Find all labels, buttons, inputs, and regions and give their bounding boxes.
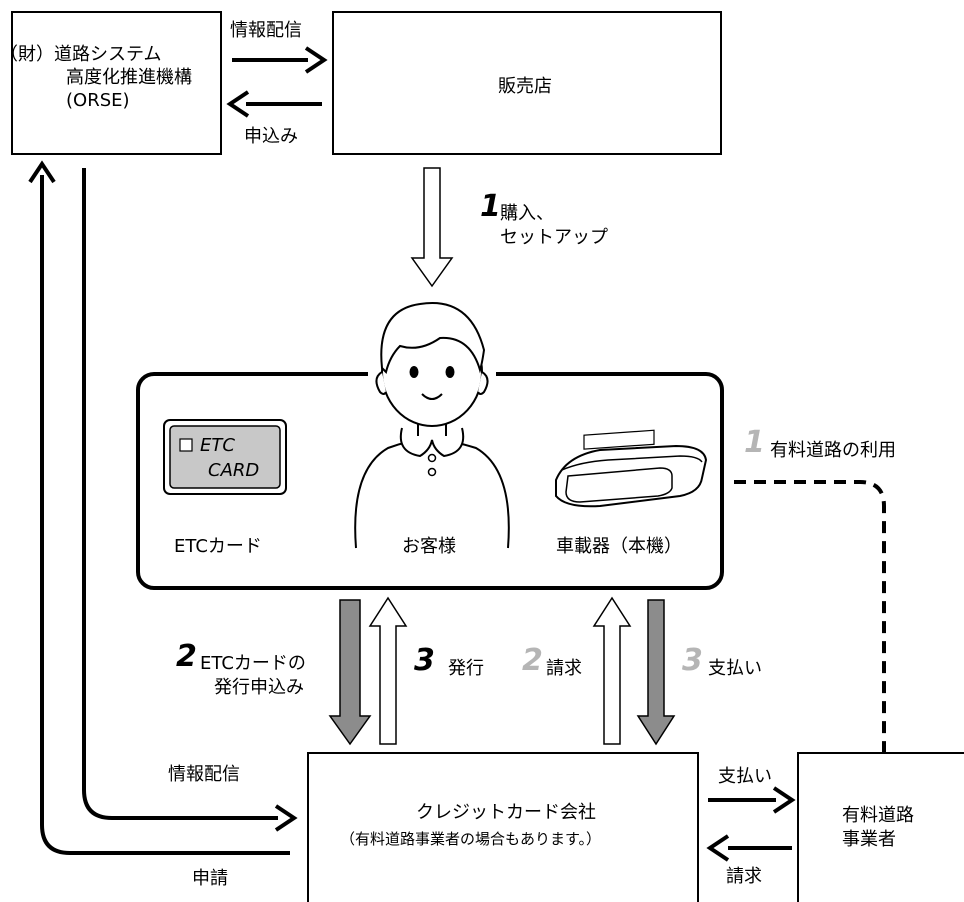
- step2-number: 2: [176, 639, 197, 674]
- customer-caption: お客様: [402, 536, 456, 557]
- card-company-box: [307, 752, 699, 902]
- onboard-unit-image: [555, 429, 708, 508]
- orse-box: [11, 11, 222, 155]
- step1-line-2: セットアップ: [500, 227, 608, 248]
- orse-line-2: 高度化推進機構: [66, 67, 192, 88]
- arrow-info-delivery-top: [232, 46, 328, 74]
- etc-card-text-1: ETC: [200, 435, 235, 456]
- arrowhead-info-delivery-bottom: [274, 804, 298, 832]
- customer-figure: [354, 302, 510, 549]
- line-info-delivery-bottom: [82, 168, 278, 820]
- pay-right-label: 支払い: [718, 766, 772, 787]
- shop-label: 販売店: [498, 76, 552, 97]
- step3-issue-label: 発行: [448, 658, 484, 679]
- arrow-card-application: [328, 599, 372, 746]
- arrowhead-application: [28, 160, 56, 184]
- bill-right-label: 請求: [726, 866, 762, 887]
- bill-number: 2: [522, 643, 543, 678]
- pay-label: 支払い: [708, 658, 762, 679]
- shop-box: [332, 11, 722, 155]
- step2-line-2: 発行申込み: [214, 677, 304, 698]
- toll-operator-line-1: 有料道路: [842, 805, 914, 826]
- step1-number: 1: [480, 189, 501, 224]
- arrow-purchase: [410, 167, 454, 288]
- toll-operator-line-2: 事業者: [842, 829, 896, 850]
- step2-line-1: ETCカードの: [200, 653, 306, 674]
- line-application: [40, 175, 290, 855]
- info-delivery-bottom-label: 情報配信: [168, 764, 240, 785]
- card-company-line-2: （有料道路事業者の場合もあります。）: [340, 830, 602, 848]
- etc-card-image: [163, 419, 287, 495]
- info-delivery-top-label: 情報配信: [230, 20, 302, 41]
- arrow-billing: [592, 596, 632, 745]
- bill-label: 請求: [546, 658, 582, 679]
- orse-line-1: （財）道路システム: [0, 44, 162, 65]
- arrow-bill-right: [706, 834, 792, 862]
- apply-top-label: 申込み: [244, 126, 298, 147]
- pay-number: 3: [682, 643, 703, 678]
- step3-number: 3: [414, 643, 435, 678]
- toll-operator-box: [797, 752, 964, 902]
- toll-use-label: 有料道路の利用: [770, 440, 896, 461]
- step1-line-1: 購入、: [500, 203, 554, 224]
- arrow-card-issue: [368, 596, 408, 745]
- orse-line-3: (ORSE): [66, 90, 130, 111]
- application-bottom-label: 申請: [192, 868, 228, 889]
- line-toll-road-use: [734, 480, 886, 780]
- arrow-apply-top: [226, 90, 322, 118]
- toll-use-number: 1: [744, 425, 765, 460]
- device-caption: 車載器（本機）: [556, 536, 682, 557]
- card-company-line-1: クレジットカード会社: [416, 802, 596, 823]
- arrow-payment: [636, 599, 676, 746]
- etc-card-text-2: CARD: [208, 460, 260, 481]
- etc-card-caption: ETCカード: [174, 536, 262, 557]
- arrow-pay-right: [708, 786, 796, 814]
